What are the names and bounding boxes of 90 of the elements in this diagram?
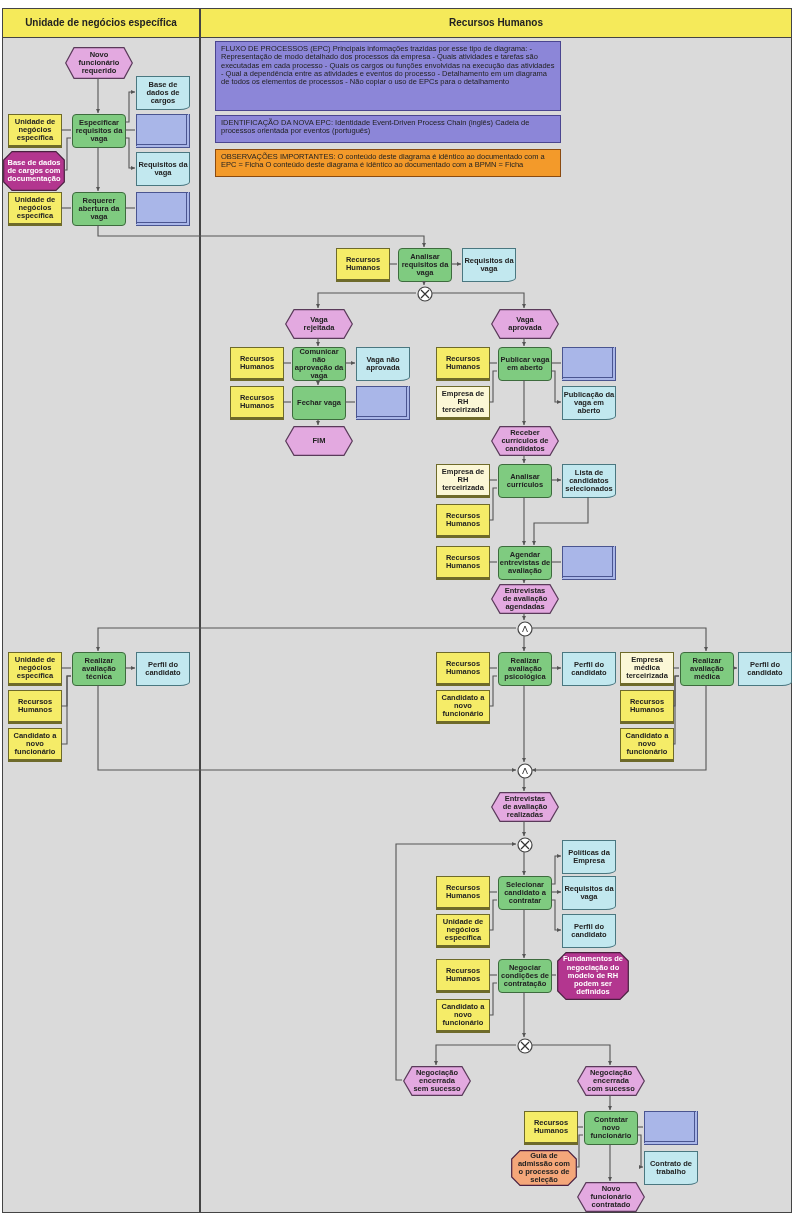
arrow	[521, 635, 527, 652]
connector-line	[488, 891, 498, 893]
xor-operator-icon	[417, 286, 433, 302]
connector-line	[124, 207, 136, 209]
connector-line	[488, 675, 498, 707]
and-operator-icon	[517, 763, 533, 779]
arrow	[315, 292, 417, 309]
arrow	[521, 908, 527, 959]
connector-line	[344, 401, 356, 403]
swimlane	[2, 7, 200, 1213]
connector-line	[488, 899, 498, 931]
arrow	[732, 665, 738, 671]
connector-line	[282, 362, 292, 364]
connector-line	[672, 675, 680, 745]
lane-header: Unidade de negócios específica	[3, 8, 199, 38]
system-box	[562, 347, 616, 381]
connector-line	[488, 487, 498, 521]
connector-line	[550, 974, 557, 976]
arrow	[95, 627, 517, 652]
connector-line	[672, 667, 680, 669]
arrow	[521, 379, 527, 426]
arrow	[550, 889, 562, 895]
arrow	[395, 841, 517, 1081]
arrow	[531, 1044, 613, 1066]
connector-line	[488, 561, 498, 563]
arrow	[521, 337, 527, 347]
arrow	[450, 261, 462, 267]
arrow	[521, 612, 527, 621]
connector-line	[60, 207, 72, 209]
arrow	[344, 360, 356, 366]
arrow	[315, 337, 321, 347]
arrow	[550, 370, 562, 405]
connector-line	[550, 362, 562, 364]
connector-line	[576, 1126, 584, 1128]
connector-line	[488, 667, 498, 669]
and-operator-icon	[517, 621, 533, 637]
connector-line	[636, 1126, 644, 1128]
xor-operator-icon	[517, 837, 533, 853]
arrow	[315, 379, 321, 386]
arrow	[433, 1044, 517, 1066]
connector-line	[282, 401, 292, 403]
arrow	[124, 89, 136, 123]
arrow	[531, 627, 709, 652]
system-box	[644, 1111, 698, 1145]
connector-line	[488, 370, 498, 403]
arrow	[95, 146, 101, 192]
lane-header: Recursos Humanos	[201, 8, 791, 38]
arrow	[315, 418, 321, 426]
arrow	[531, 684, 707, 773]
arrow	[521, 851, 527, 876]
arrow	[521, 777, 527, 792]
arrow	[550, 853, 562, 885]
arrow	[521, 684, 527, 763]
arrow	[521, 820, 527, 837]
connector-line	[124, 129, 136, 131]
arrow	[531, 496, 589, 546]
arrow	[521, 454, 527, 464]
arrow	[97, 224, 427, 248]
arrow	[431, 292, 527, 309]
arrow	[636, 1134, 644, 1170]
connector-line	[488, 362, 498, 364]
connector-line	[488, 982, 498, 1016]
arrow	[550, 477, 562, 483]
connector-line	[60, 675, 72, 745]
system-box	[356, 386, 410, 420]
connector-line	[63, 137, 72, 171]
system-box	[136, 192, 190, 226]
arrow	[607, 1094, 613, 1111]
arrow	[95, 77, 101, 114]
system-box	[562, 546, 616, 580]
arrow	[97, 684, 517, 773]
arrow	[550, 665, 562, 671]
connector-line	[388, 263, 398, 265]
arrow	[607, 1143, 613, 1182]
arrow	[521, 991, 527, 1038]
arrow	[421, 280, 427, 286]
system-box	[136, 114, 190, 148]
arrow	[124, 665, 136, 671]
connector-line	[550, 561, 562, 563]
connector-line	[488, 479, 498, 481]
arrow	[521, 578, 527, 584]
xor-operator-icon	[517, 1038, 533, 1054]
arrow	[124, 137, 136, 171]
arrow	[521, 496, 527, 546]
connector-line	[575, 1134, 584, 1168]
swimlane	[200, 7, 792, 1213]
connector-line	[60, 129, 72, 131]
connector-line	[60, 667, 72, 669]
arrow	[550, 899, 562, 933]
connector-line	[488, 974, 498, 976]
